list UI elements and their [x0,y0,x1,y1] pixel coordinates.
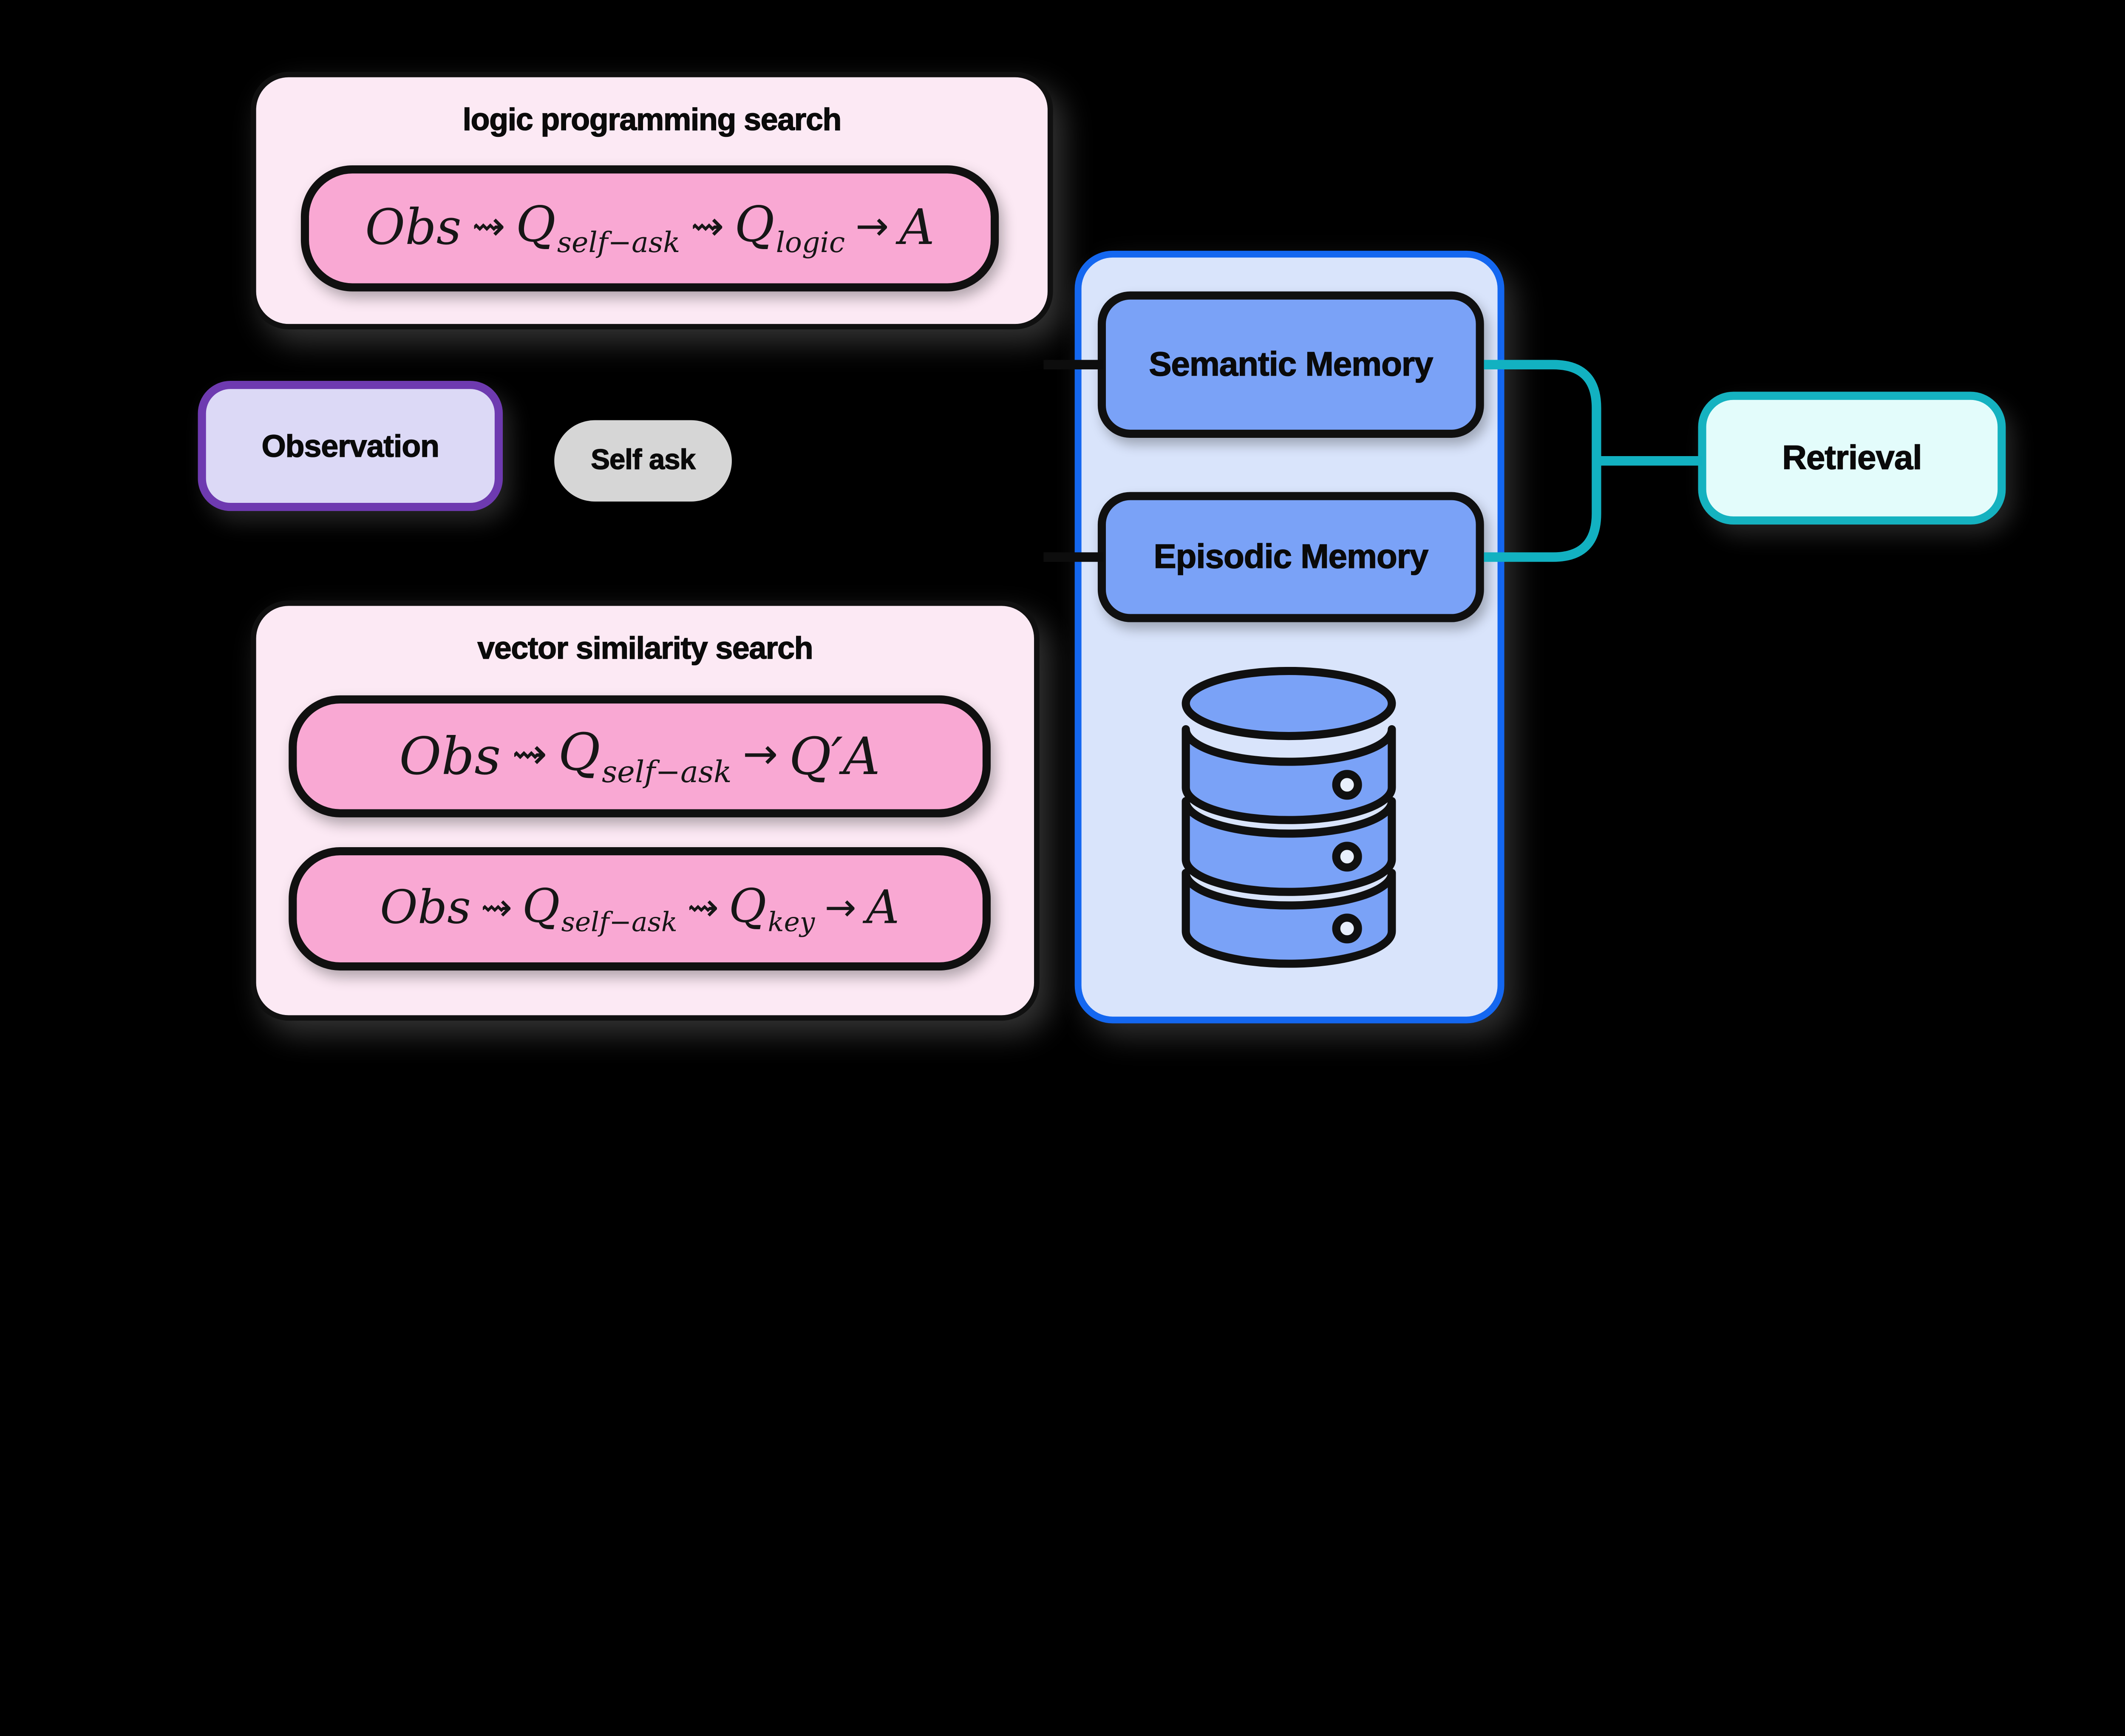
vector-search-group-title: vector similarity search [477,630,814,666]
retrieval-node[interactable]: Retrieval [1698,391,2006,525]
database-icon[interactable] [1173,667,1404,968]
observation-node[interactable]: Observation [198,381,503,511]
observation-label: Observation [261,427,440,463]
semantic-memory-label: Semantic Memory [1149,345,1434,383]
self-ask-label: Self ask [591,444,696,476]
retrieval-label: Retrieval [1782,438,1923,477]
episodic-memory-node[interactable]: Episodic Memory [1097,492,1484,622]
memory-panel[interactable]: Semantic Memory Episodic Memory [1074,250,1504,1024]
logic-search-group-title: logic programming search [462,101,842,137]
episodic-memory-label: Episodic Memory [1153,537,1429,576]
database-icon-shape [1182,667,1396,968]
semantic-memory-node[interactable]: Semantic Memory [1097,291,1484,438]
self-ask-node[interactable]: Self ask [554,420,732,502]
